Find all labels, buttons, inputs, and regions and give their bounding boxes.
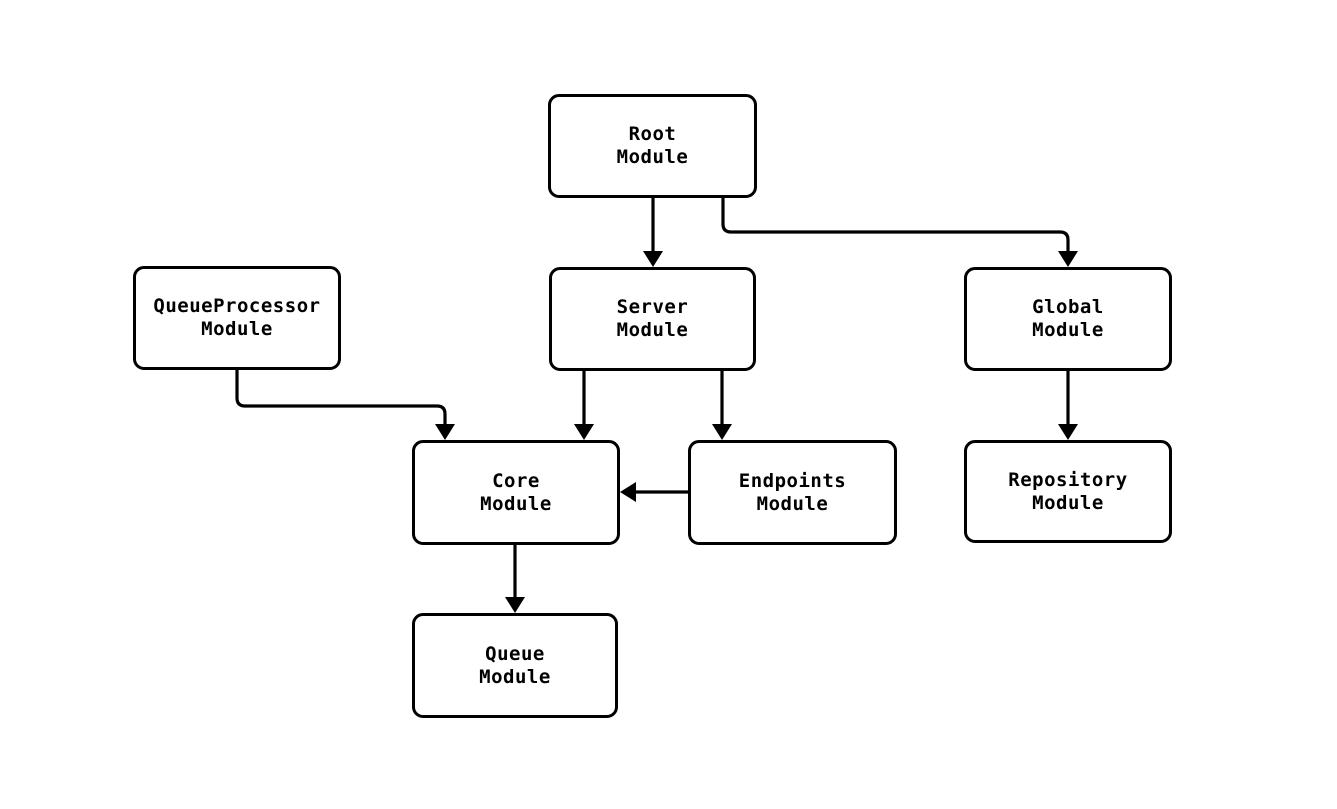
node-repository-module: Repository Module [964, 440, 1172, 543]
arrowhead [1058, 251, 1078, 267]
node-root-module-label: Root Module [616, 123, 689, 168]
node-endpoints-module: Endpoints Module [688, 440, 897, 545]
arrowhead [712, 424, 732, 440]
arrowhead [1058, 424, 1078, 440]
node-core-module-label: Core Module [480, 469, 552, 515]
arrowhead [435, 424, 455, 440]
edge-core-to-queue [505, 545, 525, 613]
edge-global-to-repository [1058, 371, 1078, 440]
node-queue-module-label: Queue Module [479, 642, 551, 688]
node-server-module: Server Module [549, 267, 756, 371]
edge-server-to-core [574, 371, 594, 440]
node-server-module-label: Server Module [616, 296, 689, 341]
node-global-module-label: Global Module [1032, 296, 1104, 341]
edge-server-to-endpoints [712, 371, 732, 440]
edge-root-to-server [643, 198, 663, 267]
node-queue-module: Queue Module [412, 613, 618, 718]
edge-root-to-global [721, 198, 1078, 267]
edge-endpoints-to-core [620, 482, 688, 502]
arrowhead [643, 251, 663, 267]
node-global-module: Global Module [964, 267, 1172, 371]
node-queueprocessor-module-label: QueueProcessor Module [153, 295, 321, 340]
arrowhead [620, 482, 636, 502]
edge-queueprocessor-to-core [235, 370, 455, 440]
arrowhead [505, 597, 525, 613]
node-queueprocessor-module: QueueProcessor Module [133, 266, 341, 370]
node-core-module: Core Module [412, 440, 620, 545]
node-endpoints-module-label: Endpoints Module [738, 469, 847, 515]
node-repository-module-label: Repository Module [1008, 468, 1128, 514]
arrowhead [574, 424, 594, 440]
node-root-module: Root Module [548, 94, 757, 198]
